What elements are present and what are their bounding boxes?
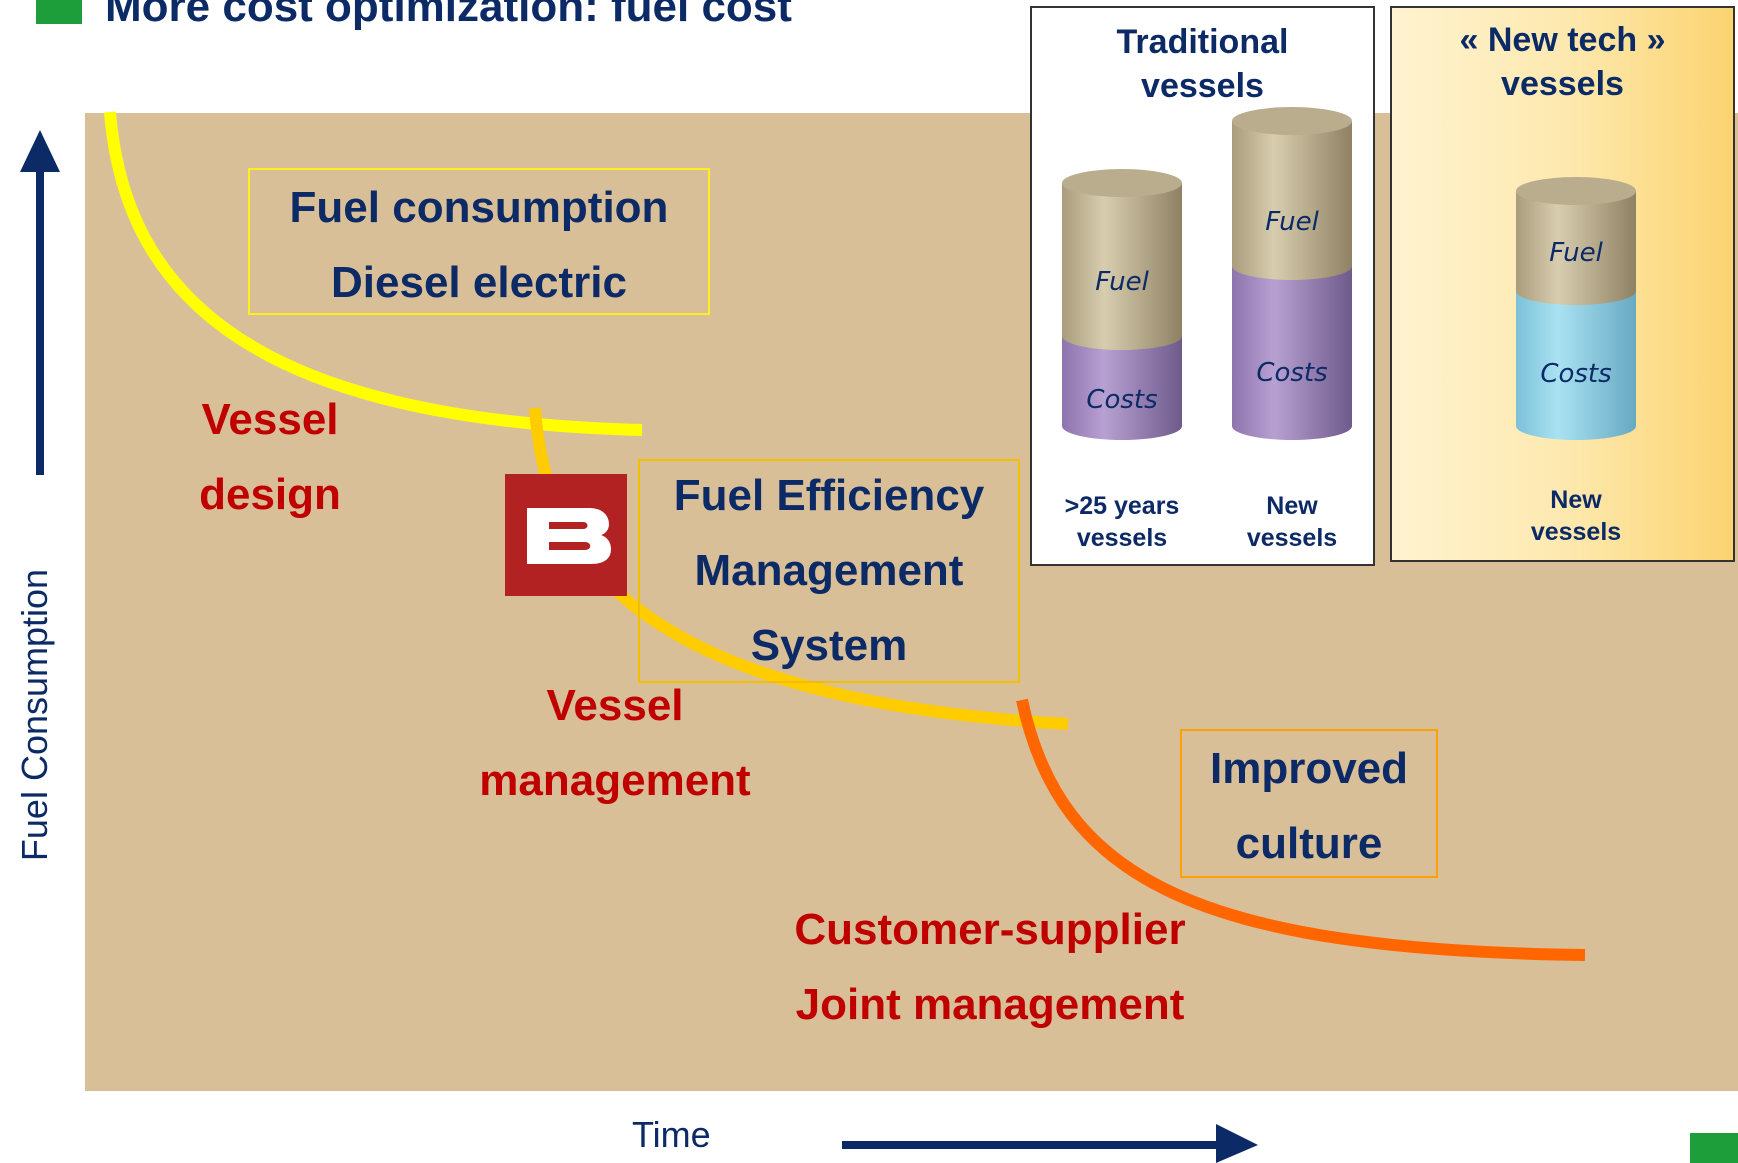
cyl2-caption: New vessels (1217, 490, 1367, 554)
y-axis-label: Fuel Consumption (14, 568, 55, 862)
improved-culture-box: Improved culture (1180, 729, 1438, 878)
cyl2-caption-line-2: vessels (1246, 524, 1338, 552)
vessel-design-line-1: Vessel (201, 395, 339, 444)
cyl3-caption: New vessels (1496, 484, 1656, 548)
newtech-title-line-2: vessels (1501, 65, 1624, 103)
cyl1-caption-line-2: vessels (1076, 524, 1168, 552)
vessel-management-label: Vessel management (455, 668, 775, 818)
title-bullet (36, 0, 82, 24)
fems-line-1: Fuel Efficiency (673, 471, 985, 520)
y-axis-arrow (20, 130, 60, 475)
customer-supplier-curve (1016, 698, 1586, 961)
improved-culture-line-1: Improved (1209, 744, 1409, 793)
cyl3-caption-line-1: New (1550, 486, 1602, 514)
cylinder-new-vessels: Fuel Costs (1232, 107, 1352, 440)
vessel-management-line-1: Vessel (546, 681, 684, 730)
customer-supplier-line-1: Customer-supplier (794, 905, 1186, 954)
page-title: More cost optimization: fuel cost (105, 0, 792, 31)
fuel-consumption-box: Fuel consumption Diesel electric (248, 168, 710, 315)
fuel-consumption-line-1: Fuel consumption (289, 183, 669, 232)
new-tech-vessels-inset: « New tech » vessels Fuel Costs New vess… (1390, 6, 1735, 562)
fems-line-2: Management (694, 546, 964, 595)
vessel-management-curve (529, 407, 1069, 730)
traditional-title: Traditional vessels (1032, 20, 1373, 108)
newtech-title: « New tech » vessels (1392, 18, 1733, 106)
improved-culture-line-2: culture (1235, 819, 1383, 868)
vessel-design-label: Vessel design (180, 382, 360, 532)
x-axis-label: Time (632, 1114, 711, 1155)
customer-supplier-label: Customer-supplier Joint management (740, 892, 1240, 1042)
vessel-design-line-2: design (199, 470, 341, 519)
customer-supplier-line-2: Joint management (795, 980, 1185, 1029)
cyl2-costs-label: Costs (1256, 358, 1327, 388)
company-logo (505, 474, 627, 596)
cyl1-caption: >25 years vessels (1042, 490, 1202, 554)
traditional-cylinders: Fuel Costs Fuel Costs (1062, 107, 1352, 440)
cyl3-costs-label: Costs (1540, 359, 1611, 389)
corner-green-square (1690, 1133, 1738, 1163)
cylinder-old-vessels: Fuel Costs (1062, 169, 1182, 440)
logo-mark (527, 508, 611, 564)
x-axis-arrow (842, 1124, 1258, 1163)
cyl1-caption-line-1: >25 years (1064, 492, 1180, 520)
cyl1-costs-label: Costs (1086, 385, 1157, 415)
fems-line-3: System (750, 621, 908, 670)
fuel-consumption-curve (104, 111, 643, 436)
cyl3-caption-line-2: vessels (1530, 518, 1622, 546)
cyl2-caption-line-1: New (1266, 492, 1318, 520)
cyl1-fuel-label: Fuel (1095, 267, 1149, 297)
cyl2-fuel-label: Fuel (1265, 207, 1319, 237)
newtech-title-line-1: « New tech » (1459, 21, 1666, 59)
fems-box: Fuel Efficiency Management System (638, 459, 1020, 683)
traditional-title-line-2: vessels (1141, 67, 1264, 105)
fuel-consumption-line-2: Diesel electric (331, 258, 627, 307)
cylinder-newtech-vessels: Fuel Costs (1516, 177, 1636, 440)
newtech-cylinders: Fuel Costs (1516, 177, 1636, 440)
traditional-title-line-1: Traditional (1116, 23, 1289, 61)
vessel-management-line-2: management (479, 756, 751, 805)
cyl3-fuel-label: Fuel (1549, 238, 1603, 268)
traditional-vessels-inset: Traditional vessels Fuel Costs (1030, 6, 1375, 566)
